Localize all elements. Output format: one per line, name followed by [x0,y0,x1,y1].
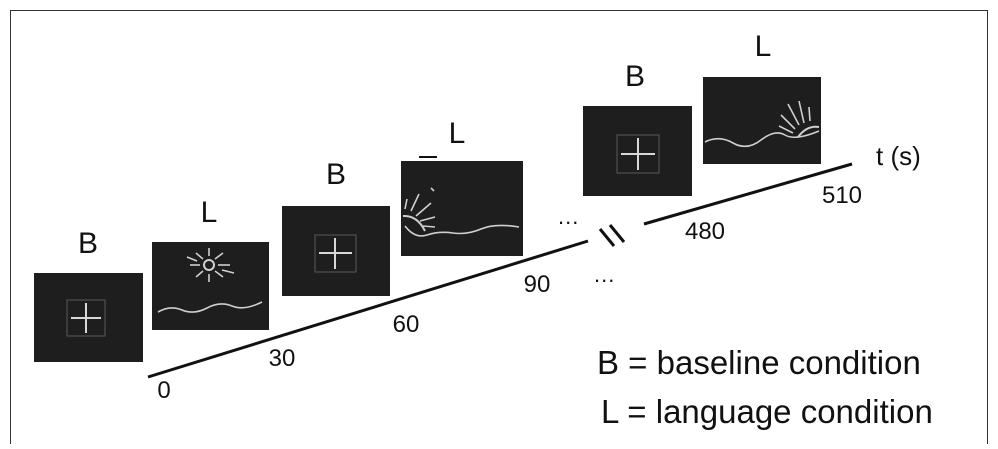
timeline-tick-label: 0 [157,377,171,404]
stimulus-panel-baseline-2 [282,206,390,296]
timeline-tick-label: 480 [684,218,726,245]
figure-frame-left-edge [10,10,11,444]
timeline-tick-label: 510 [821,182,863,209]
condition-label-language: L [200,196,218,229]
panel-marker-dash [419,156,437,158]
stimulus-panel-language-3 [703,77,821,164]
stimulus-panel-baseline-1 [34,273,143,362]
timeline-tick-label: 30 [268,345,296,372]
timeline-tick-label: 90 [523,271,551,298]
figure-frame [10,10,988,444]
timeline-tick-label: 60 [392,311,420,338]
sunset-drawing-icon [704,100,820,148]
condition-label-baseline: B [77,227,99,260]
stimulus-panel-language-2 [401,161,523,256]
legend-language: L = language condition [601,393,933,430]
condition-label-baseline: B [624,60,646,93]
condition-label-language: L [754,30,772,63]
fixation-cross-icon [66,299,106,337]
timeline-ellipsis-lower: ... [594,262,616,287]
legend-baseline: B = baseline condition [597,344,921,381]
timeline-ellipsis-upper: ... [558,204,580,229]
stimulus-panel-language-1 [152,242,269,330]
stimulus-panel-baseline-3 [583,106,692,196]
timeline-axis-title: t (s) [876,141,921,171]
fixation-cross-icon [314,234,357,273]
sun-landscape-drawing-icon [157,248,263,313]
condition-label-baseline: B [325,158,347,191]
fixation-cross-icon [616,134,660,174]
sunrise-drawing-icon [402,187,520,237]
condition-label-language: L [448,117,466,150]
